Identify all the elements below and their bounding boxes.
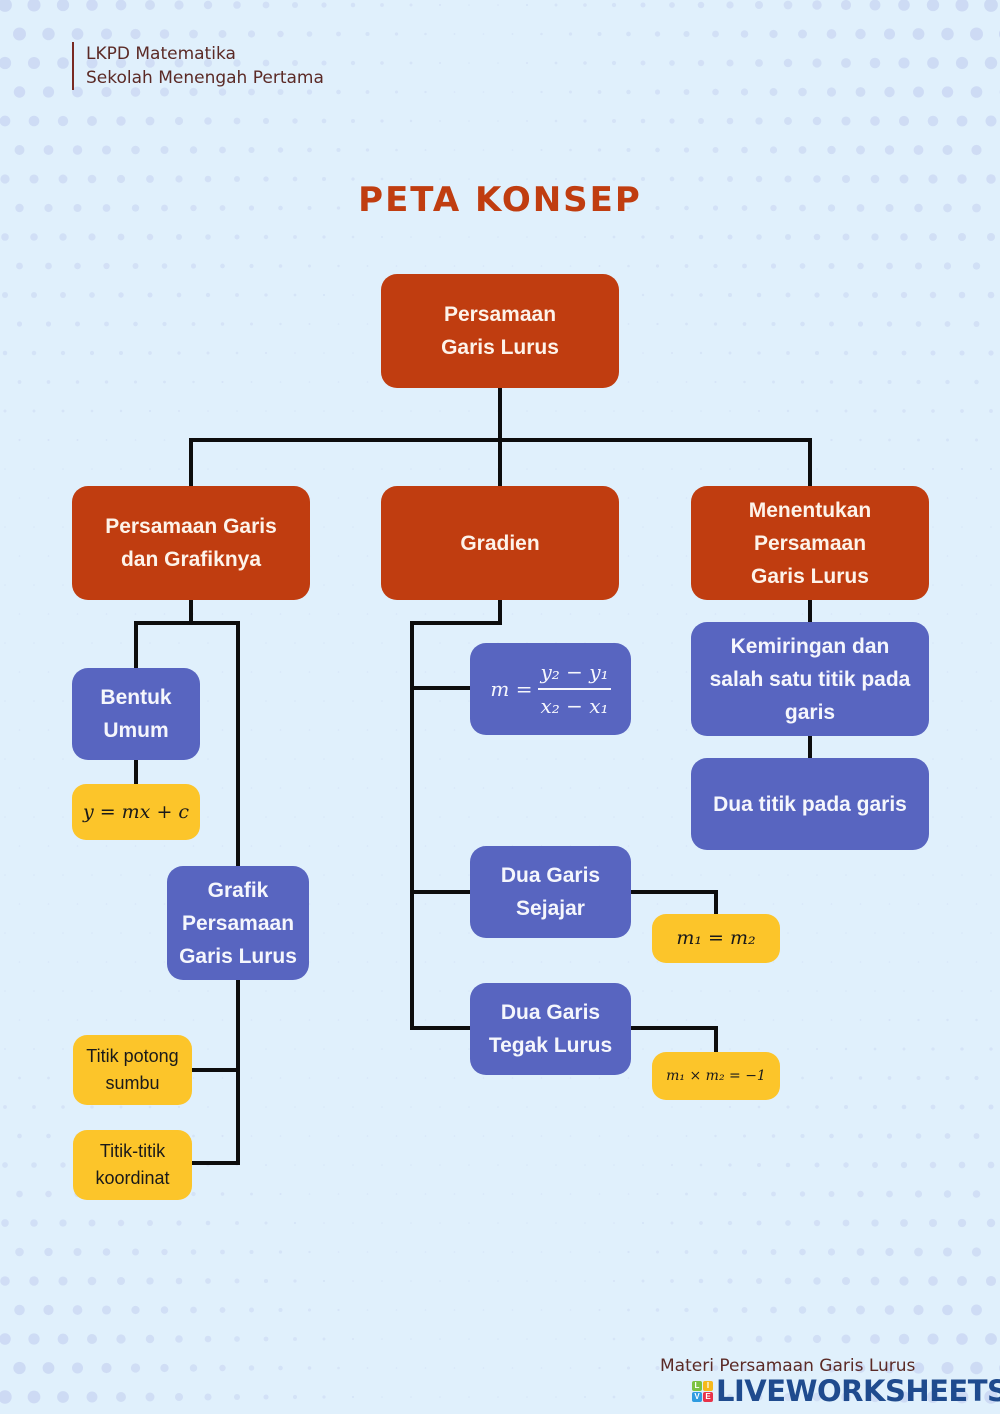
formula-text: y = mx + c [82, 800, 190, 823]
node-text: koordinat [95, 1168, 170, 1188]
node-text: sumbu [105, 1073, 160, 1093]
node-text: Dua Garis [500, 1001, 601, 1024]
node-dua-titik-pada-garis: Dua titik pada garis [691, 758, 929, 850]
formula-denominator: x₂ − x₁ [540, 694, 609, 718]
node-text: Persamaan [443, 303, 557, 326]
connector-sejajar-to-formula [630, 890, 718, 916]
logo-icon: L I V E [692, 1380, 713, 1402]
logo-wordmark: LIVEWORKSHEETS [716, 1374, 1000, 1408]
node-text: Persamaan Garis [105, 515, 277, 538]
node-text: Grafik [207, 878, 269, 902]
formula-sejajar: m₁ = m₂ [652, 914, 780, 963]
node-text: Bentuk [100, 686, 172, 709]
logo-letter-e: E [703, 1391, 713, 1402]
page-title: PETA KONSEP [358, 180, 642, 220]
node-text: Dua titik pada garis [713, 792, 907, 816]
formula-text: m₁ × m₂ = −1 [666, 1067, 766, 1084]
formula-fraction: y₂ − y₁ x₂ − x₁ [538, 658, 611, 720]
header-school-level: Sekolah Menengah Pertama [86, 68, 324, 88]
formula-bentuk-umum: y = mx + c [72, 784, 200, 840]
node-text: Persamaan [181, 911, 295, 935]
node-titik-titik-koordinat: Titik-titik koordinat [73, 1130, 192, 1200]
node-text: garis [784, 700, 836, 724]
node-text: Tegak Lurus [488, 1034, 613, 1057]
connector-tegak-to-formula [630, 1026, 718, 1054]
formula-lhs: m = [490, 677, 533, 701]
node-text: Garis Lurus [441, 336, 559, 359]
header: LKPD Matematika Sekolah Menengah Pertama [72, 42, 324, 90]
node-text: Persamaan [753, 531, 867, 555]
logo-letter-v: V [692, 1391, 702, 1402]
node-text: Sejajar [516, 897, 585, 920]
node-text: Gradien [460, 531, 540, 555]
node-persamaan-garis-dan-grafiknya: Persamaan Garis dan Grafiknya [72, 486, 310, 600]
node-text: Kemiringan dan [730, 634, 890, 658]
logo-letter-i: I [703, 1380, 713, 1391]
node-text: Garis Lurus [179, 944, 297, 968]
footer-subtitle: Materi Persamaan Garis Lurus [660, 1356, 916, 1376]
header-subject: LKPD Matematika [86, 44, 236, 64]
node-text: Titik-titik [99, 1141, 166, 1161]
node-text: Menentukan [748, 498, 872, 522]
logo-letter-l: L [692, 1380, 702, 1391]
node-text: Garis Lurus [751, 564, 869, 588]
node-kemiringan-dan-satu-titik: Kemiringan dan salah satu titik pada garis [691, 622, 929, 736]
node-text: Dua Garis [500, 864, 601, 887]
node-text: salah satu titik pada [709, 667, 911, 691]
node-text: Umum [103, 719, 169, 742]
formula-tegak-lurus: m₁ × m₂ = −1 [652, 1052, 780, 1100]
formula-gradien: m = y₂ − y₁ x₂ − x₁ [470, 643, 631, 735]
liveworksheets-logo[interactable]: L I V E LIVEWORKSHEETS [692, 1374, 1000, 1408]
node-gradien: Gradien [381, 486, 619, 600]
formula-text: m₁ = m₂ [676, 927, 756, 949]
connector-gradien-down [410, 598, 502, 1030]
node-text: Titik potong [86, 1046, 179, 1066]
node-text: dan Grafiknya [120, 548, 262, 571]
node-titik-potong-sumbu: Titik potong sumbu [73, 1035, 192, 1105]
formula-numerator: y₂ − y₁ [538, 658, 611, 690]
